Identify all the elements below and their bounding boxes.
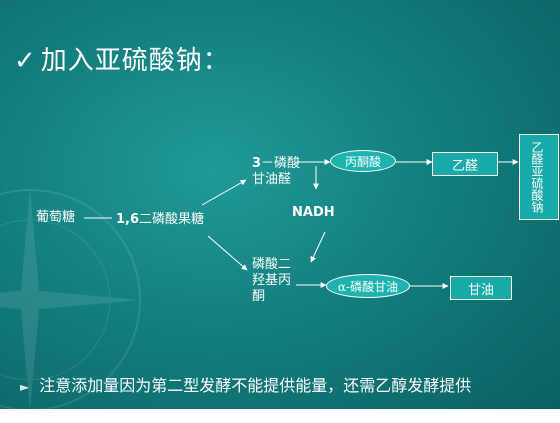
glucose-label: 葡萄糖	[36, 210, 76, 225]
dhap-line1: 磷酸二	[252, 257, 292, 272]
g3p-label: 3－磷酸 甘油醛	[252, 156, 300, 188]
title-text: 加入亚硫酸钠：	[40, 46, 230, 76]
complex-node: 乙醛亚硫酸钠	[519, 134, 559, 220]
pyruvate-node: 丙酮酸	[330, 150, 396, 172]
dhap-line3: 酮	[252, 289, 266, 304]
bottom-band	[0, 409, 560, 423]
glycerol-node: 甘油	[450, 276, 512, 300]
note-line: ► 注意添加量因为第二型发酵不能提供能量，还需乙醇发酵提供	[20, 372, 471, 396]
g3p-line1: －磷酸	[261, 156, 301, 171]
bullet-icon: ►	[20, 380, 30, 394]
nadh-label: NADH	[292, 205, 335, 220]
g3p-line2: 甘油醛	[252, 172, 292, 187]
fbp-text: 二磷酸果糖	[139, 212, 205, 227]
g3p-number: 3	[252, 156, 262, 171]
note-text: 注意添加量因为第二型发酵不能提供能量，还需乙醇发酵提供	[39, 376, 472, 395]
fbp-number: 1,6	[116, 212, 140, 227]
acetaldehyde-node: 乙醛	[432, 152, 498, 176]
glycerol3p-node: α-磷酸甘油	[326, 274, 410, 298]
dhap-line2: 羟基丙	[252, 273, 292, 288]
slide-title: ✓加入亚硫酸钠：	[14, 40, 230, 77]
checkmark-icon: ✓	[14, 46, 37, 76]
complex-label: 乙醛亚硫酸钠	[530, 141, 544, 213]
arrow-fbp-g3p	[201, 179, 247, 206]
dhap-label: 磷酸二 羟基丙 酮	[252, 257, 291, 305]
arrow-fbp-dhap	[207, 235, 248, 271]
arrow-nadh-dhap	[310, 231, 326, 263]
fbp-label: 1,6二磷酸果糖	[116, 212, 204, 228]
